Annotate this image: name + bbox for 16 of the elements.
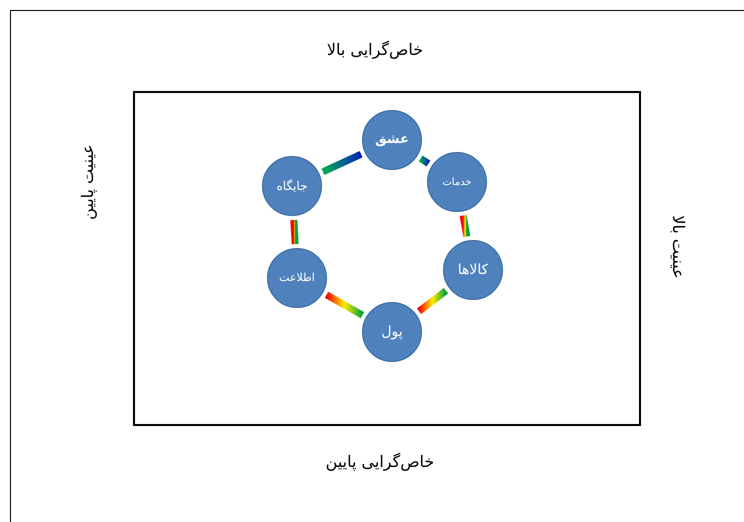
node-label: جایگاه bbox=[276, 178, 308, 195]
gradient-connector bbox=[321, 151, 363, 175]
node-label: پول bbox=[381, 322, 403, 342]
node-label: کالاها bbox=[458, 260, 488, 280]
axis-label: خاص‌گرایی پایین bbox=[324, 451, 436, 473]
gradient-connector bbox=[418, 156, 430, 166]
node-label: عشق bbox=[375, 131, 409, 150]
gradient-connector bbox=[460, 214, 470, 238]
gradient-connector bbox=[290, 220, 299, 244]
axis-label: عینیت بالا bbox=[668, 214, 689, 281]
gradient-connector bbox=[416, 288, 448, 314]
gradient-connector bbox=[324, 292, 364, 318]
axis-label: عینیت پایین bbox=[77, 143, 98, 222]
axis-label: خاص‌گرایی بالا bbox=[326, 39, 424, 61]
node-label: اطلاعت bbox=[279, 270, 315, 286]
node-label: خدمات bbox=[442, 176, 472, 190]
